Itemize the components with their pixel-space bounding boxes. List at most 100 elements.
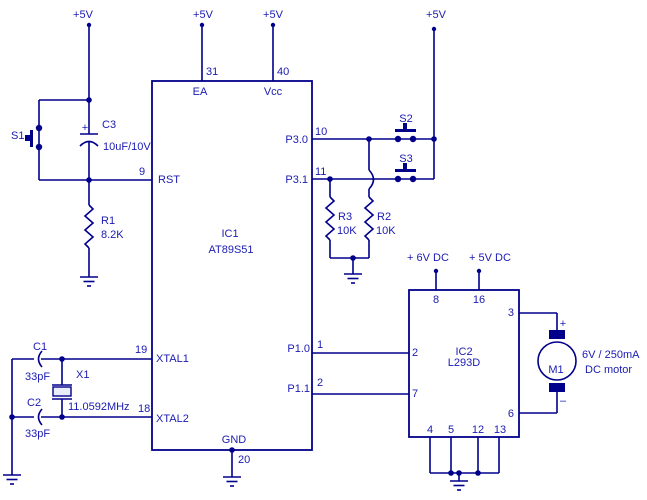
- pushbutton-s2-symbol[interactable]: [395, 123, 416, 132]
- ic1-pin-ea-label: EA: [193, 86, 208, 98]
- ic1-pin1-number: 1: [317, 339, 323, 351]
- button-bar: [30, 130, 33, 147]
- ic2-part-number: L293D: [448, 357, 480, 369]
- cap-c1-ref: C1: [33, 341, 47, 353]
- ic1-pin18-number: 18: [138, 403, 150, 415]
- wire-hop-r2-over-p31: [368, 169, 375, 190]
- ic1-pin-p30-label: P3.0: [285, 134, 308, 146]
- ic1-pin-xtal2-label: XTAL2: [156, 413, 189, 425]
- crystal-x1-body: [52, 386, 72, 397]
- cap-c2-ref: C2: [27, 397, 41, 409]
- resistor-r2-ref: R2: [377, 211, 391, 223]
- ic2-pin4-number: 4: [427, 424, 433, 436]
- cap-c3-value: 10uF/10V: [103, 141, 151, 153]
- junction-dot: [9, 414, 15, 420]
- junction-dot: [229, 447, 235, 453]
- supply-terminals: [86, 22, 482, 274]
- terminal-dot: [199, 22, 205, 28]
- resistor-r1-value: 8.2K: [101, 229, 124, 241]
- resistor-r1-symbol: [83, 204, 95, 249]
- crystal-x1-ref: X1: [76, 369, 89, 381]
- supply-label-5vdc: + 5V DC: [469, 252, 511, 264]
- resistor-r2-value: 10K: [376, 225, 396, 237]
- crystal-x1-value: 11.0592MHz: [68, 401, 130, 413]
- motor-plus-sign: +: [560, 318, 566, 330]
- ic1-pin40-number: 40: [277, 66, 289, 78]
- terminal-dot: [86, 22, 92, 28]
- button-bar: [395, 129, 416, 132]
- switch-contacts: [35, 124, 417, 183]
- contact-dot: [409, 175, 417, 183]
- ic2-pin5-number: 5: [448, 424, 454, 436]
- ic2-pin3-number: 3: [508, 307, 514, 319]
- ic1-pin-xtal1-label: XTAL1: [156, 353, 189, 365]
- ic1-pin19-number: 19: [135, 344, 147, 356]
- capacitor-curved-plate-c2: [37, 408, 43, 426]
- junction-dot: [327, 176, 333, 182]
- contact-dot: [394, 175, 402, 183]
- button-stem: [25, 135, 31, 141]
- junction-dot: [431, 136, 437, 142]
- ic1-pin2-number: 2: [317, 377, 323, 389]
- capacitor-curved-plate-c1: [37, 350, 43, 368]
- resistor-r3-value: 10K: [337, 225, 357, 237]
- ground-symbol-r2-r3: [344, 273, 362, 284]
- terminal-dot: [433, 268, 439, 274]
- contact-dot: [409, 135, 417, 143]
- ground-symbol-ic2: [450, 480, 468, 491]
- pushbutton-s3-symbol[interactable]: [395, 163, 416, 172]
- supply-label-5v-4: +5V: [426, 9, 447, 21]
- ic1-pin20-number: 20: [238, 454, 250, 466]
- contact-dot: [394, 135, 402, 143]
- ic1-part-number: AT89S51: [208, 244, 253, 256]
- ic1-pin9-number: 9: [139, 166, 145, 178]
- junction-dot: [59, 356, 65, 362]
- junction-dot: [86, 97, 92, 103]
- ic2-ref: IC2: [455, 346, 472, 358]
- supply-label-6vdc: + 6V DC: [407, 252, 449, 264]
- switch-s2-label: S2: [399, 113, 412, 125]
- terminal-dot: [270, 22, 276, 28]
- ic1-pin10-number: 10: [315, 126, 327, 138]
- button-bar: [395, 169, 416, 172]
- junction-dot: [456, 470, 462, 476]
- ic2-pin6-number: 6: [508, 408, 514, 420]
- ic1-pin-p10-label: P1.0: [287, 343, 310, 355]
- ic1-pin31-number: 31: [206, 66, 218, 78]
- motor-kind: DC motor: [585, 364, 632, 376]
- switch-s3-label: S3: [399, 153, 412, 165]
- motor-terminal-plus: [549, 330, 565, 339]
- capacitor-curved-plate-c3: [79, 140, 99, 147]
- contact-dot: [35, 143, 43, 151]
- junction-dot: [448, 470, 454, 476]
- ic2-pin12-number: 12: [472, 424, 484, 436]
- ground-symbol-r1: [80, 276, 98, 287]
- junction-dot: [86, 177, 92, 183]
- ic1-pin-gnd-label: GND: [222, 434, 247, 446]
- junction-dots: [9, 97, 481, 476]
- ic1-pin-p31-label: P3.1: [285, 174, 308, 186]
- switch-s1-label: S1: [11, 130, 24, 142]
- ic2-pin13-number: 13: [494, 424, 506, 436]
- resistor-r3-ref: R3: [338, 211, 352, 223]
- cap-c1-value: 33pF: [25, 371, 50, 383]
- circuit-wires: [11, 25, 558, 481]
- cap-c3-plus-sign: +: [82, 122, 88, 134]
- ic2-body: [408, 289, 520, 438]
- resistor-r3-symbol: [324, 196, 336, 241]
- resistor-r2-symbol: [363, 196, 375, 241]
- supply-label-5v-3: +5V: [263, 9, 284, 21]
- supply-label-5v-2: +5V: [193, 9, 214, 21]
- ic2-pin8-number: 8: [433, 294, 439, 306]
- ic1-pin-rst-label: RST: [158, 174, 180, 186]
- ground-symbol-crystal: [3, 474, 21, 485]
- pushbutton-s1-symbol[interactable]: [25, 130, 33, 147]
- motor-rating: 6V / 250mA: [582, 349, 640, 361]
- junction-dot: [350, 255, 356, 261]
- ground-symbol-ic1: [223, 476, 241, 487]
- motor-terminal-minus: [549, 383, 565, 392]
- ic2-pin2-number: 2: [412, 347, 418, 359]
- terminal-dot: [431, 26, 437, 32]
